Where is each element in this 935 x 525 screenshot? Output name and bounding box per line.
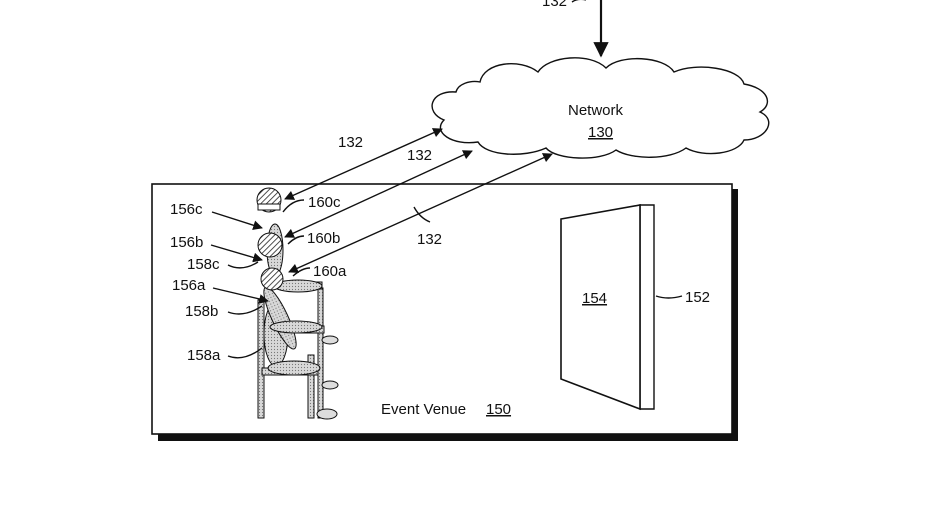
label-156c: 156c: [170, 201, 203, 218]
network-ref: 130: [588, 124, 613, 141]
left-labels: 156c 156b 158c 156a 158b 158a: [170, 201, 269, 364]
label-160c: 160c: [308, 194, 341, 211]
headset-156b: [257, 232, 283, 258]
chair-front-post: [307, 354, 315, 419]
arrow-156c: [211, 211, 263, 230]
arrow-156a: [212, 287, 269, 304]
network-cloud: Network 130: [431, 57, 770, 159]
label-156a: 156a: [172, 277, 206, 294]
venue-ref: 150: [486, 401, 511, 418]
chair-back-post: [257, 299, 265, 419]
label-156b: 156b: [170, 234, 203, 251]
link-b-ref: 132: [407, 147, 432, 164]
leg-158a: [267, 360, 321, 376]
top-link: 132: [542, 0, 609, 58]
visor-156c: [257, 203, 281, 211]
leader-158a: [227, 347, 263, 359]
top-link-leader: [571, 0, 586, 3]
screen-edge: [639, 204, 655, 410]
venue-label: Event Venue: [381, 401, 466, 418]
label-160b: 160b: [307, 230, 340, 247]
device-labels: 160c 160b 160a: [282, 194, 347, 280]
foot-b: [321, 380, 339, 390]
link-a-leader: [413, 206, 431, 223]
label-158b: 158b: [185, 303, 218, 320]
link-a: [288, 153, 553, 273]
viewer-headsets: [256, 187, 284, 291]
cloud-outline: [431, 57, 770, 159]
link-c-ref: 132: [338, 134, 363, 151]
wireless-links: 132 132 132: [284, 128, 553, 273]
leg-158b: [269, 320, 323, 334]
label-160a: 160a: [313, 263, 347, 280]
leader-160b: [287, 235, 305, 245]
top-link-ref: 132: [542, 0, 567, 10]
leader-158b: [227, 305, 263, 315]
screen-leader: [655, 295, 683, 299]
display-screen: 154 152: [560, 204, 710, 411]
screen-pointer-ref: 152: [685, 289, 710, 306]
link-a-ref: 132: [417, 231, 442, 248]
leader-160a: [292, 267, 311, 277]
chair-upper-post: [317, 287, 324, 419]
leader-160c: [282, 199, 305, 213]
headset-156a: [260, 267, 284, 291]
leader-158c: [227, 261, 259, 269]
network-label: Network: [568, 102, 624, 119]
screen-face: [560, 204, 641, 411]
label-158a: 158a: [187, 347, 221, 364]
foot-c: [321, 335, 339, 345]
foot-a: [316, 408, 338, 420]
label-158c: 158c: [187, 256, 220, 273]
screen-ref: 154: [582, 290, 607, 307]
viewer-bodies: [263, 223, 323, 376]
arrow-156b: [210, 244, 263, 263]
